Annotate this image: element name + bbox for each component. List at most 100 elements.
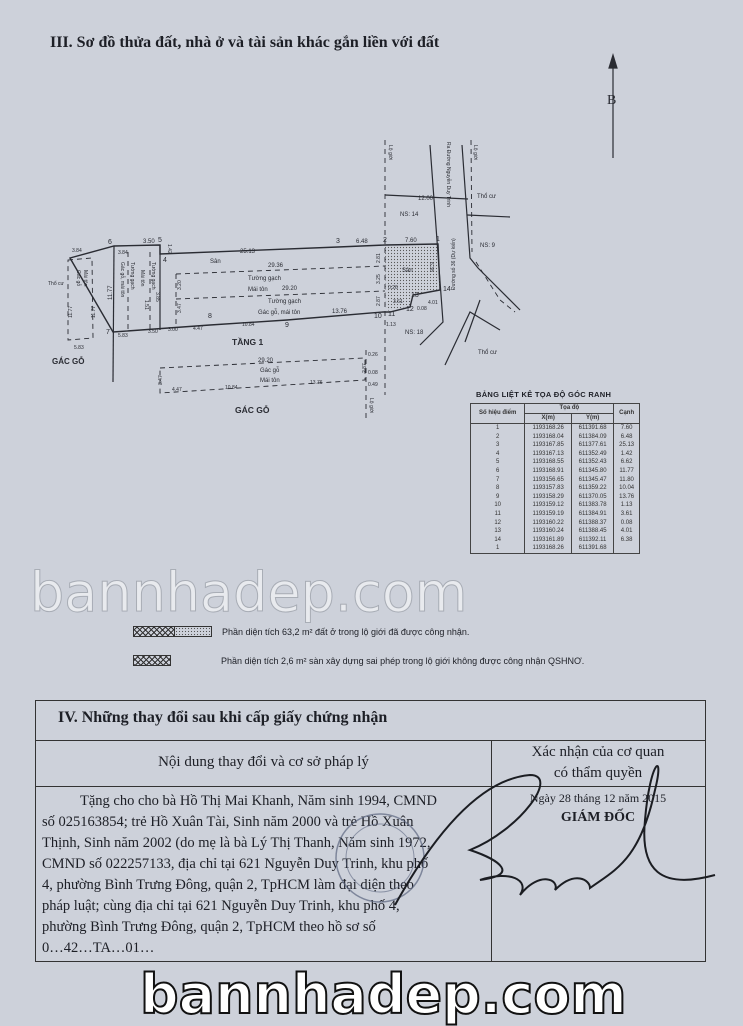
diagram-label: 1.13 — [386, 322, 396, 328]
diagram-label: 3.50 — [143, 239, 155, 245]
y-coord: 611345.47 — [570, 475, 615, 485]
content-line: số 025163854; trẻ Hồ Xuân Tài, Sinh năm … — [42, 814, 414, 830]
point-id: 9 — [469, 492, 526, 502]
watermark-large: bannhadep.com — [139, 963, 628, 1026]
diagram-label: 3.84 — [72, 248, 82, 254]
diagram-label: 11.77 — [91, 306, 97, 318]
diagram-label: 2.81 — [376, 253, 382, 263]
point-id: 8 — [469, 484, 526, 493]
y-coord: 611352.43 — [570, 458, 615, 467]
crosshatch-swatch — [133, 655, 171, 666]
diagram-label: Thổ cư — [48, 280, 65, 287]
confirm-column-header: Xác nhận của cơ quan — [531, 744, 665, 760]
y-coord: 611370.05 — [570, 492, 615, 502]
diagram-label: 8 — [208, 313, 212, 320]
diagram-label: 13 — [411, 292, 419, 299]
content-line: 0…42…TA…01… — [42, 940, 155, 956]
watermark: bannhadep.com — [29, 561, 468, 624]
diagram-label: GÁC GỖ — [235, 404, 270, 415]
diagram-label: 4.01 — [428, 300, 438, 306]
edge-length: 7.60 — [613, 423, 640, 433]
diagram-label: 5.83 — [118, 333, 128, 339]
diagram-label: 3.25 — [376, 274, 382, 284]
diagram-label: Tường gạch — [150, 262, 156, 290]
diagram-label: 29.36 — [268, 263, 284, 269]
confirm-column-header-2: có thẩm quyền — [553, 765, 643, 781]
edge-length: 3.61 — [613, 509, 640, 519]
x-coord: 1193160.24 — [524, 527, 572, 536]
legend-text: Phần diện tích 2,6 m² sàn xây dựng sai p… — [221, 655, 585, 666]
header-y: Y(m) — [570, 413, 615, 424]
edge-length: 0.08 — [613, 518, 640, 528]
y-coord: 611391.68 — [570, 544, 615, 554]
x-coord: 1193168.26 — [524, 423, 572, 433]
point-id: 5 — [469, 458, 526, 467]
point-id: 4 — [469, 449, 526, 459]
diagram-label: Tường gạch — [248, 276, 281, 282]
y-coord: 611392.11 — [570, 535, 615, 545]
diagram-label: 0.08 — [417, 306, 427, 312]
diagram-label: Đường số 36 (Dự kiến) — [451, 238, 457, 290]
diagram-label: 25.13 — [240, 249, 256, 255]
diagram-label: 1 — [436, 236, 440, 243]
edge-length: 1.13 — [613, 501, 640, 510]
x-coord: 1193168.26 — [524, 544, 572, 554]
diagram-label: 13.76 — [310, 380, 323, 386]
point-id: 2 — [469, 432, 526, 442]
x-coord: 1193167.85 — [524, 441, 572, 450]
content-line: 4, phường Bình Trưng Đông, quận 2, TpHCM… — [42, 877, 414, 893]
diagram-label: 29.20 — [258, 358, 274, 364]
diagram-label: Gác gỗ, mái tôn — [258, 309, 300, 316]
y-coord: 611388.45 — [570, 527, 615, 536]
diagram-label: Ra Đường Nguyễn Duy Trinh — [445, 142, 452, 207]
y-coord: 611391.68 — [570, 423, 615, 433]
x-coord: 1193167.13 — [524, 449, 572, 459]
encroachment-area — [385, 245, 440, 311]
y-coord: 611384.91 — [570, 509, 615, 519]
diagram-label: 14 — [443, 286, 451, 293]
point-id: 13 — [469, 527, 526, 536]
header-coord: Tọa độ — [524, 403, 615, 414]
diagram-label: 2.87 — [362, 363, 368, 373]
diagram-label: 0.26 — [388, 285, 398, 291]
x-coord: 1193159.12 — [524, 501, 572, 510]
diagram-label: 10.84 — [225, 385, 238, 391]
diagram-label: TẦNG 1 — [232, 337, 263, 347]
diagram-label: 4.47 — [193, 326, 203, 332]
diagram-label: 4 — [163, 257, 167, 264]
diagram-label: Lộ giới — [472, 145, 478, 160]
content-line: phường Bình Trưng Đông, quận 2, TpHCM th… — [42, 919, 376, 935]
point-id: 10 — [469, 501, 526, 510]
diagram-label: 3.00 — [168, 327, 178, 333]
diagram-label: Gác gỗ — [260, 367, 280, 374]
diagram-label: 9 — [285, 322, 289, 329]
diagram-label: GÁC GỖ — [52, 357, 84, 366]
legend-item-recognized: Phần diện tích 63,2 m² đất ở trong lộ gi… — [133, 626, 469, 637]
diagram-label: Sân — [210, 259, 221, 265]
y-coord: 611345.80 — [570, 466, 615, 476]
edge-length: 10.04 — [613, 484, 640, 493]
diagram-label: NS: 9 — [480, 243, 496, 249]
dotted-swatch — [175, 626, 212, 637]
edge-length: 6.48 — [613, 432, 640, 442]
diagram-label: Mái tôn — [248, 287, 268, 293]
diagram-label: 12.00 — [418, 196, 434, 202]
diagram-label: Gác gỗ, mái tôn — [119, 262, 126, 298]
edge-length: 11.80 — [613, 475, 640, 485]
diagram-label: 3.47 — [177, 303, 183, 313]
diagram-label: 2.87 — [376, 296, 382, 306]
content-column-header: Nội dung thay đổi và cơ sở pháp lý — [36, 741, 491, 787]
x-coord: 1193160.22 — [524, 518, 572, 528]
section-4-table: IV. Những thay đổi sau khi cấp giấy chứn… — [35, 700, 706, 962]
